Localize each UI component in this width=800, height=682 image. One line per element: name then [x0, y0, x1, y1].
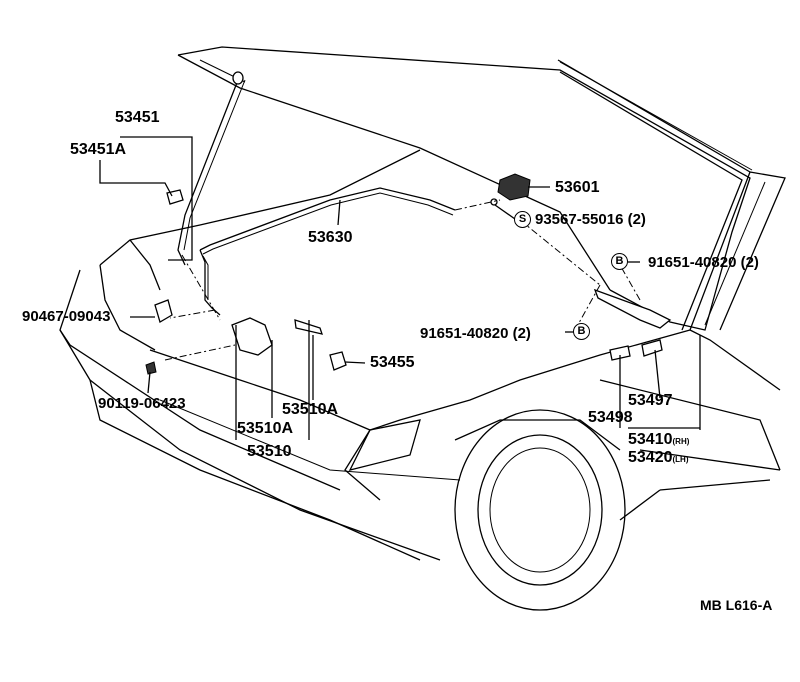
label-53451: 53451 [115, 109, 160, 126]
label-90119: 90119-06423 [98, 395, 186, 412]
relation-lines [164, 199, 641, 361]
marker-b-mid: B [573, 323, 590, 340]
part-53497-cushion [641, 339, 663, 357]
label-91651-mid: 91651-40820 (2) [420, 325, 531, 342]
marker-b-top: B [611, 253, 628, 270]
label-53410: 53410(RH) [628, 432, 689, 448]
label-53510a-right: 53510A [282, 401, 339, 418]
label-53455: 53455 [370, 354, 415, 371]
hood-support-rod [177, 74, 241, 266]
part-hinge [593, 288, 672, 329]
label-93567: 93567-55016 (2) [535, 211, 646, 228]
part-53455-clip [329, 351, 347, 371]
headlight [348, 419, 421, 471]
engine-bay [99, 149, 781, 391]
label-53420-number: 53420 [628, 449, 673, 466]
hood-panel [177, 46, 753, 331]
marker-s: S [514, 211, 531, 228]
label-53601: 53601 [555, 179, 600, 196]
label-53497: 53497 [628, 392, 673, 409]
leader-lines [99, 136, 701, 440]
label-90467: 90467-09043 [22, 308, 111, 325]
label-53498: 53498 [588, 409, 633, 426]
part-93567-screw [490, 198, 498, 206]
part-90119-bolt [145, 361, 157, 375]
label-53420-side: (LH) [672, 455, 689, 464]
label-53630: 53630 [308, 229, 353, 246]
part-53510-lock [231, 317, 273, 356]
label-91651-top: 91651-40820 (2) [648, 254, 759, 271]
label-53510: 53510 [247, 443, 292, 460]
label-53510a-left: 53510A [237, 420, 294, 437]
front-body [59, 269, 781, 561]
label-53451a: 53451A [70, 141, 127, 158]
label-53410-side: (RH) [672, 437, 690, 446]
front-wheel [454, 409, 626, 611]
release-cable-53630 [199, 187, 456, 316]
part-90467-clip [154, 299, 173, 323]
part-53498-cushion [609, 345, 631, 361]
cable-parallel [202, 192, 454, 300]
rod-hook [232, 71, 244, 85]
diagram-code: MB L616-A [700, 597, 773, 613]
label-53420: 53420(LH) [628, 450, 689, 466]
label-53410-number: 53410 [628, 431, 673, 448]
part-53601-cushion [497, 173, 531, 201]
windshield [557, 59, 786, 331]
